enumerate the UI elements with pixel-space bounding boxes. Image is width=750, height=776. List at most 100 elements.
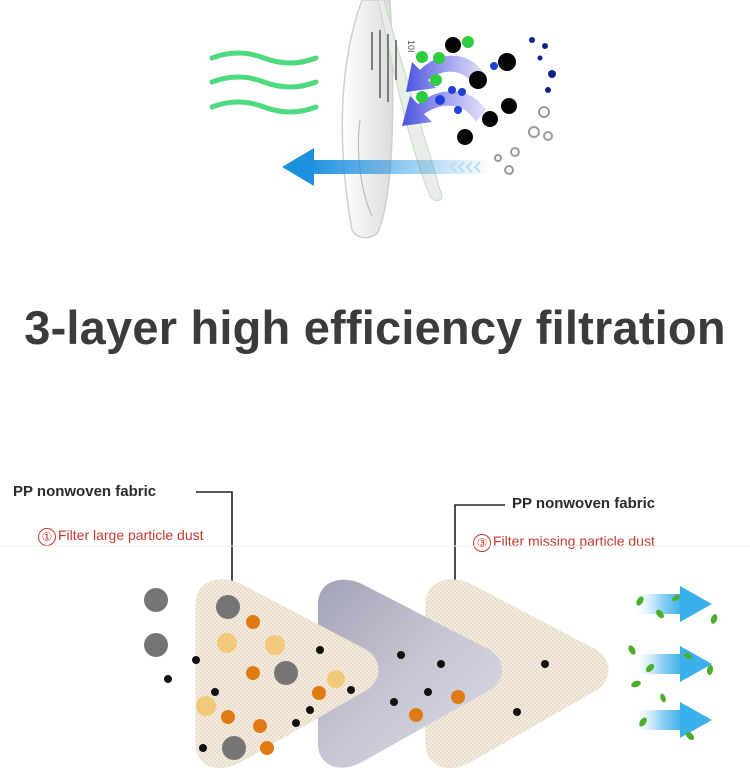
layer-three-title: PP nonwoven fabric (512, 495, 656, 512)
green-particle (416, 91, 428, 103)
leaf-icon (706, 665, 714, 675)
wave-line (209, 50, 319, 66)
yellow-particle (196, 696, 216, 716)
orange-particle (312, 686, 326, 700)
orange-particle (253, 719, 267, 733)
layer-two-shape (318, 579, 502, 768)
black-particle (199, 744, 207, 752)
yellow-particle (265, 635, 285, 655)
black-particle (292, 719, 300, 727)
mask-print-lines (371, 30, 397, 102)
blocked-particle-arrows (402, 55, 486, 126)
yellow-particle (327, 670, 345, 688)
particles (416, 36, 556, 175)
blue-particle (435, 95, 445, 105)
black-particle (306, 706, 314, 714)
gray-particle (510, 147, 520, 157)
mask-print-text: 10I (406, 40, 416, 53)
layer-three-shape (425, 579, 609, 769)
gray-particle (274, 661, 298, 685)
yellow-particle (217, 633, 237, 653)
gray-particle (222, 736, 246, 760)
black-particle (482, 111, 498, 127)
navy-particle (545, 87, 551, 93)
clean-air-waves (209, 50, 319, 115)
leaf-icon (645, 663, 655, 673)
airflow-arrow (282, 148, 490, 186)
green-particle (462, 36, 474, 48)
wave-line (209, 74, 319, 90)
black-particle (211, 688, 219, 696)
gray-particle (504, 165, 514, 175)
layer-three-particles (513, 660, 549, 716)
blue-particle (448, 86, 456, 94)
layer-two-particles (390, 651, 465, 722)
black-particle (498, 53, 516, 71)
orange-particle (451, 690, 465, 704)
leaf-icon (639, 717, 647, 727)
black-particle (501, 98, 517, 114)
leaf-icon (710, 614, 718, 624)
gray-particle (494, 154, 502, 162)
orange-particle (246, 615, 260, 629)
black-particle (445, 37, 461, 53)
black-particle (347, 686, 355, 694)
layer-one-title: PP nonwoven fabric (13, 483, 157, 500)
gray-particle (538, 106, 550, 118)
layer-one-particles (192, 595, 355, 760)
clean-air-arrows (632, 586, 712, 738)
blue-particle (490, 62, 498, 70)
leaf-icon (631, 680, 641, 688)
orange-particle (221, 710, 235, 724)
blue-particle (458, 88, 466, 96)
black-particle (457, 129, 473, 145)
mask-side-view: 10I (341, 0, 443, 239)
filter-layers-diagram (144, 579, 718, 769)
incoming-particles (144, 588, 172, 683)
gray-particle (216, 595, 240, 619)
orange-particle (409, 708, 423, 722)
mask-filtration-illustration: 10I (209, 0, 556, 239)
gray-particle (543, 131, 553, 141)
page-headline: 3-layer high efficiency filtration (24, 301, 726, 354)
blue-particle (454, 106, 462, 114)
gray-particle (528, 126, 540, 138)
layer-three-leader (454, 504, 505, 586)
leaf-icons (628, 594, 718, 741)
black-particle (513, 708, 521, 716)
leaf-icon (656, 609, 664, 619)
navy-particle (548, 70, 556, 78)
layer-one-leader (196, 491, 233, 584)
wave-line (209, 99, 319, 115)
navy-particle (542, 43, 548, 49)
layer-one-caption-text: Filter large particle dust (58, 527, 204, 543)
gray-particle (144, 588, 168, 612)
black-particle (541, 660, 549, 668)
green-particle (416, 51, 428, 63)
black-particle (316, 646, 324, 654)
orange-particle (246, 666, 260, 680)
black-particle (424, 688, 432, 696)
black-particle (164, 675, 172, 683)
gray-particle (144, 633, 168, 657)
leaf-icon (683, 652, 693, 660)
green-particle (433, 52, 445, 64)
navy-particle (529, 37, 535, 43)
black-particle (469, 71, 487, 89)
layer-three-number: ③ (473, 534, 491, 552)
black-particle (390, 698, 398, 706)
green-particle (430, 74, 442, 86)
orange-particle (260, 741, 274, 755)
leaf-icon (636, 596, 644, 606)
black-particle (437, 660, 445, 668)
black-particle (397, 651, 405, 659)
leaf-icon (660, 693, 666, 703)
leaf-icon (671, 594, 681, 602)
black-particle (192, 656, 200, 664)
leaf-icon (628, 645, 636, 655)
layer-three-caption-text: Filter missing particle dust (493, 533, 655, 549)
leaf-icon (685, 731, 695, 741)
